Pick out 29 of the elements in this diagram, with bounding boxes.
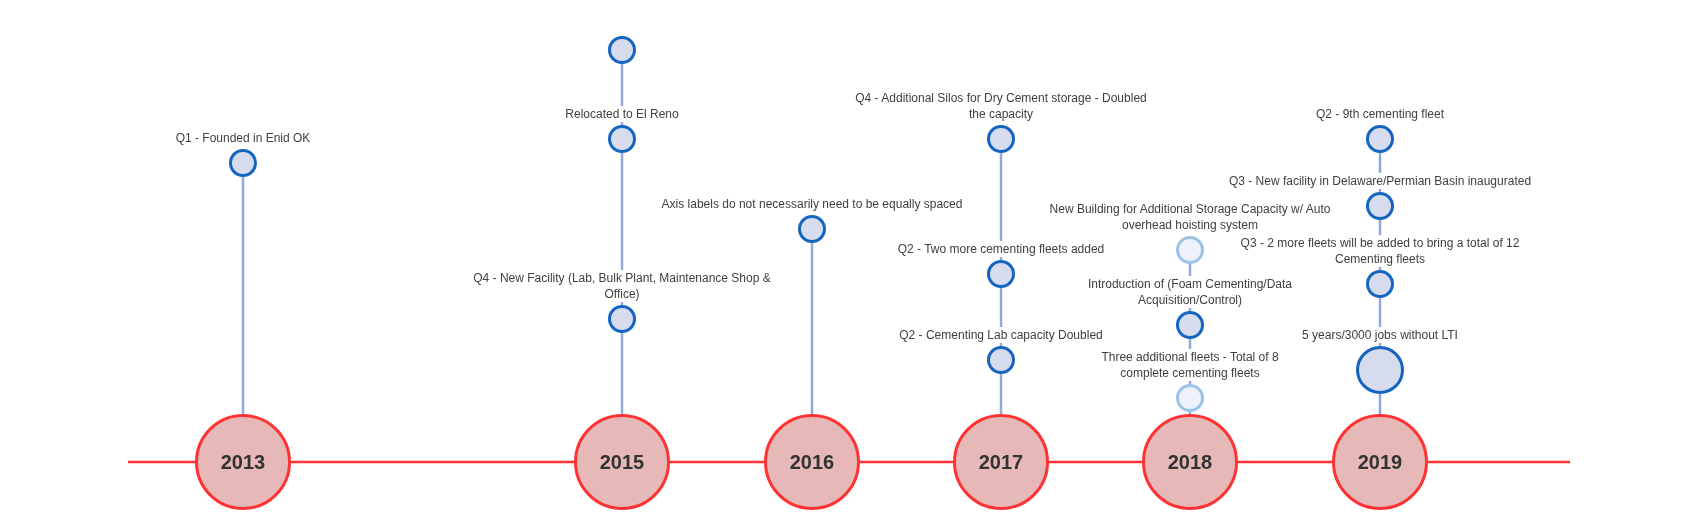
connector-line: [810, 243, 814, 414]
year-circle: 2017: [953, 414, 1049, 510]
timeline-line: [128, 460, 195, 464]
year-circle: 2018: [1142, 414, 1238, 510]
event-caption: Axis labels do not necessarily need to be equally spaced: [661, 196, 963, 212]
year-circle: 2013: [195, 414, 291, 510]
connector-line: [999, 153, 1003, 260]
year-circle: 2015: [574, 414, 670, 510]
event-caption: Q2 - Two more cementing fleets added: [897, 241, 1105, 257]
event-caption: Q2 - 9th cementing fleet: [1315, 106, 1445, 122]
year-circle: 2016: [764, 414, 860, 510]
connector-line: [1188, 412, 1192, 414]
event-caption: Q2 - Cementing Lab capacity Doubled: [899, 327, 1103, 343]
event-caption: 5 years/3000 jobs without LTI: [1302, 327, 1458, 343]
connector-line: [241, 177, 245, 414]
connector-line: [620, 333, 624, 414]
event-caption: Relocated to El Reno: [565, 106, 679, 122]
timeline-line: [1049, 460, 1142, 464]
timeline-line: [860, 460, 953, 464]
timeline-line: [1428, 460, 1570, 464]
event-dot: [608, 36, 636, 64]
connector-line: [1378, 394, 1382, 414]
timeline-line: [291, 460, 574, 464]
event-caption: Q3 - New facility in Delaware/Permian Basin inaugurated: [1228, 173, 1532, 189]
connector-line: [999, 374, 1003, 414]
timeline-line: [1238, 460, 1332, 464]
year-circle: 2019: [1332, 414, 1428, 510]
event-caption: Q1 - Founded in Enid OK: [175, 130, 311, 146]
timeline-line: [670, 460, 764, 464]
